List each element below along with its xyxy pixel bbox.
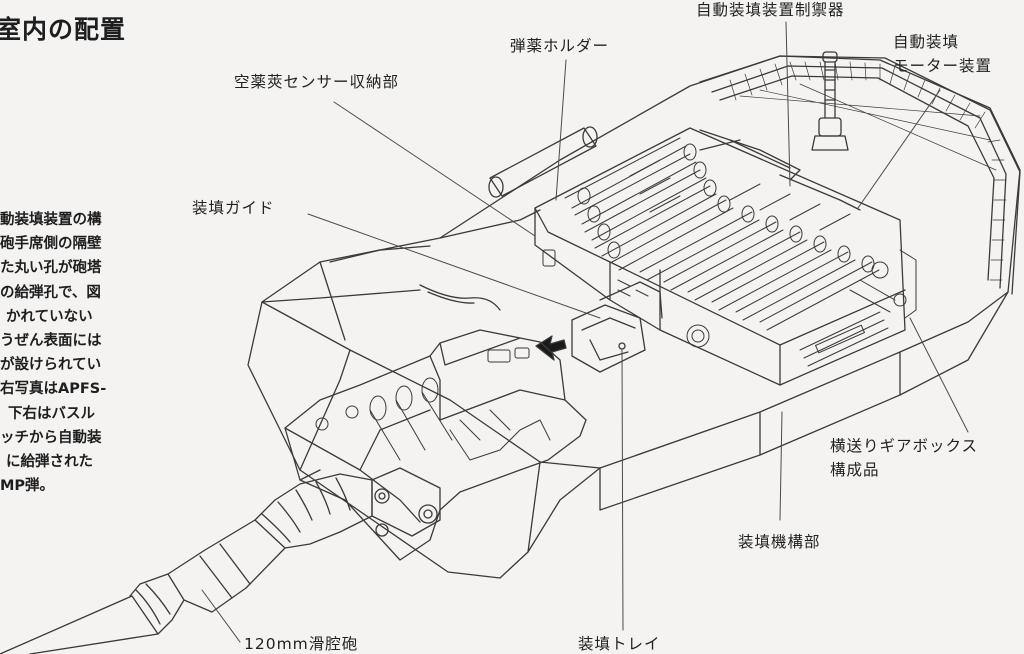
caption-line: に給弾された xyxy=(6,454,93,471)
caption-line: た丸い孔が砲塔 xyxy=(0,260,102,277)
loading-tray xyxy=(571,281,663,373)
gun-breech xyxy=(284,329,587,561)
caption-line: 砲手席側の隔壁 xyxy=(0,236,102,253)
label-main-gun: 120mm滑腔砲 xyxy=(244,635,359,653)
turret-outline xyxy=(247,55,1021,579)
label-loading-tray: 装填トレイ xyxy=(578,635,661,653)
label-autoloader-controller: 自動装填装置制禦器 xyxy=(696,1,845,19)
label-autoloader-motor: 自動装填 モーター装置 xyxy=(893,30,992,78)
label-casing-sensor: 空薬莢センサー収納部 xyxy=(234,73,400,91)
gun-barrel xyxy=(0,473,373,654)
label-line: 自動装填 xyxy=(893,33,960,51)
caption-paragraph: 動装填装置の構 砲手席側の隔壁 た丸い孔が砲塔 の給弾孔で、図 かれていない う… xyxy=(0,208,150,498)
label-ammo-holder: 弾薬ホルダー xyxy=(510,37,610,55)
caption-line: 右写真はAPFS- xyxy=(0,381,107,398)
rear-basket xyxy=(699,55,1021,295)
caption-line: 下右はバスル xyxy=(8,405,95,422)
caption-line: ッチから自動装 xyxy=(0,429,102,446)
caption-line: かれていない xyxy=(6,308,93,325)
caption-line: が設けられてい xyxy=(0,357,102,374)
label-line: モーター装置 xyxy=(893,57,993,75)
label-loader-mechanism: 装填機構部 xyxy=(738,533,821,551)
feed-arrow xyxy=(535,335,567,361)
label-gearbox: 横送りギアボックス 構成品 xyxy=(830,434,978,482)
caption-line: 動装填装置の構 xyxy=(0,212,102,228)
label-line: 横送りギアボックス xyxy=(830,437,979,455)
label-line: 構成品 xyxy=(830,461,880,479)
caption-line: MP弾。 xyxy=(0,478,55,495)
leader-lines xyxy=(201,21,969,643)
label-loading-guide: 装填ガイド xyxy=(192,199,275,217)
antenna xyxy=(811,51,849,151)
page-heading: 室内の配置 xyxy=(0,15,127,44)
roof-cylinder xyxy=(488,126,598,198)
autoloader-magazine xyxy=(534,127,917,386)
caption-line: うぜん表面には xyxy=(0,333,102,350)
caption-line: の給弾孔で、図 xyxy=(0,284,101,301)
